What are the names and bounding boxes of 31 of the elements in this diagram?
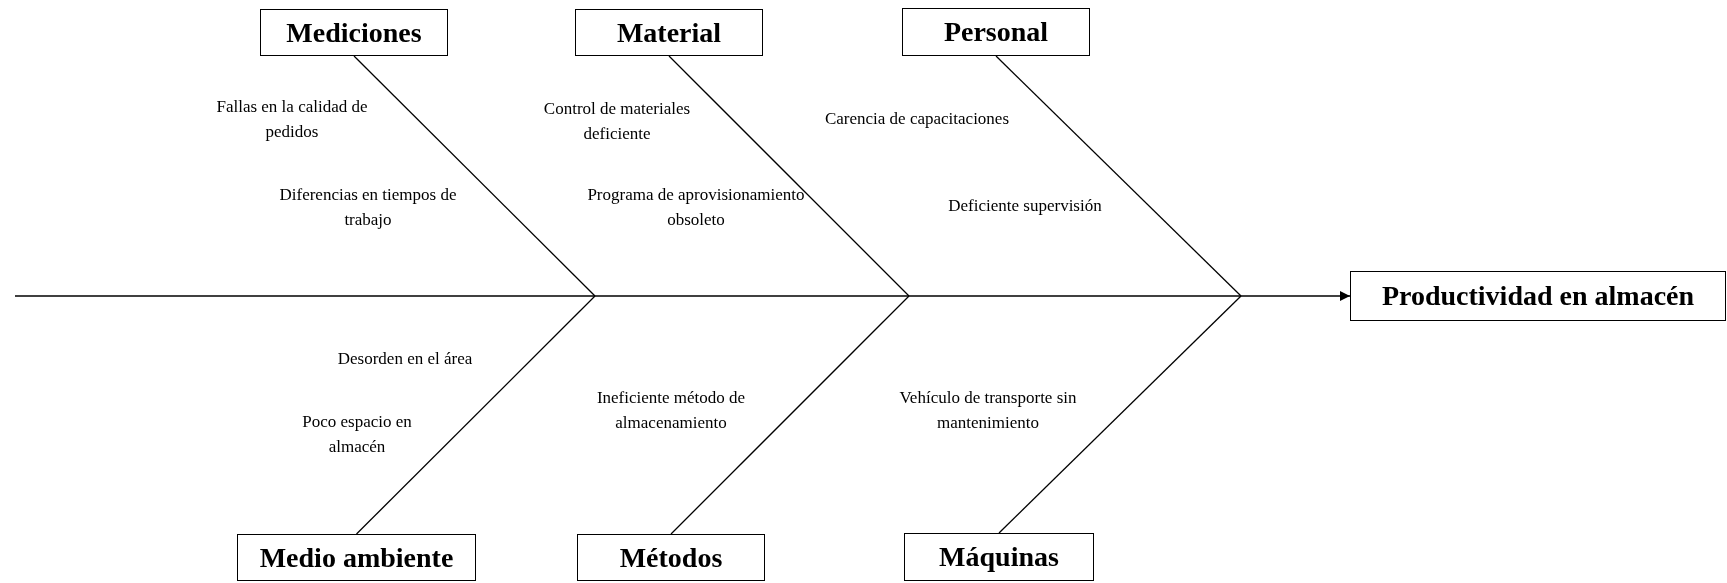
- category-title: Métodos: [619, 541, 723, 574]
- cause-label: Programa de aprovisionamiento obsoleto: [586, 184, 806, 231]
- category-box: [577, 534, 765, 581]
- cause-label: Desorden en el área: [336, 347, 474, 370]
- cause-label: Fallas en la calidad de pedidos: [215, 96, 369, 143]
- branch-line: [998, 295, 1242, 534]
- category-box: [575, 9, 763, 56]
- category-box: [260, 9, 448, 56]
- branch-line: [670, 295, 910, 535]
- branch-line: [995, 55, 1242, 297]
- category-title: Máquinas: [939, 541, 1059, 573]
- category-box: [902, 8, 1090, 56]
- spine-arrow: [14, 291, 1351, 301]
- cause-label: Carencia de capacitaciones: [823, 107, 1011, 130]
- effect-box: [1350, 271, 1726, 321]
- category-box: [237, 534, 476, 581]
- cause-label: Deficiente supervisión: [947, 194, 1103, 217]
- branch-line: [353, 55, 596, 297]
- category-title: Personal: [943, 16, 1049, 48]
- category-title: Medio ambiente: [259, 541, 454, 574]
- cause-label: Vehículo de transporte sin mantenimiento: [898, 387, 1078, 434]
- cause-label: Poco espacio en almacén: [301, 411, 413, 458]
- category-title: Mediciones: [286, 16, 422, 49]
- effect-title: Productividad en almacén: [1381, 280, 1695, 312]
- category-title: Material: [616, 16, 722, 49]
- cause-label: Ineficiente método de almacenamiento: [595, 387, 747, 434]
- category-box: [904, 533, 1094, 581]
- branch-line: [355, 295, 596, 535]
- cause-label: Diferencias en tiempos de trabajo: [278, 184, 458, 231]
- branch-line: [668, 55, 910, 297]
- cause-label: Control de materiales deficiente: [542, 98, 692, 145]
